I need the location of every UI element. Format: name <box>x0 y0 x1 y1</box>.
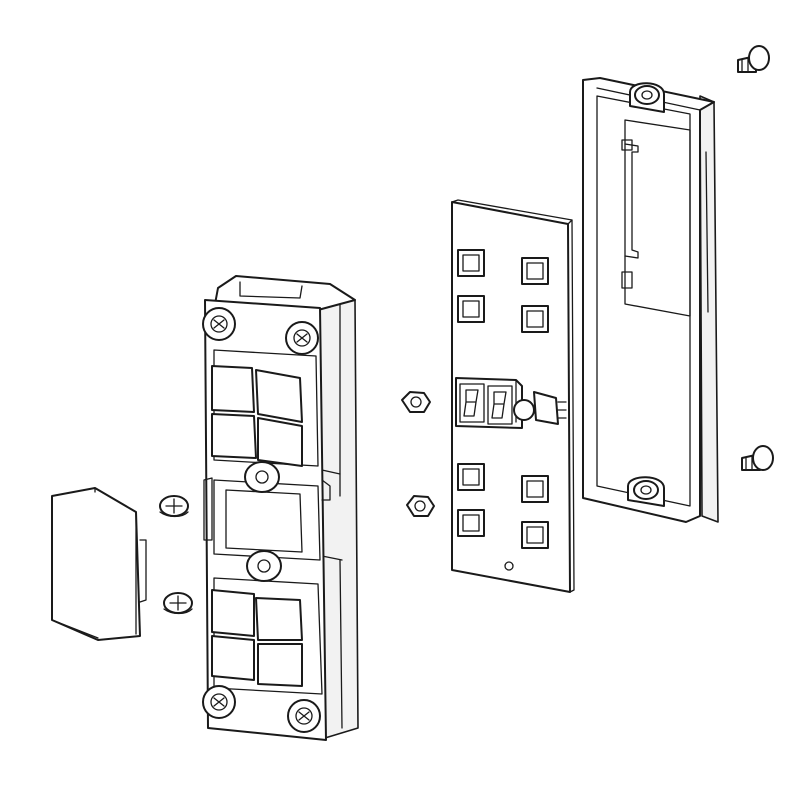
frame-screw-boss-top-left <box>202 307 236 341</box>
frame-key-button <box>211 635 255 681</box>
hex-nut-upper <box>401 391 431 413</box>
tactile-switch <box>457 509 485 537</box>
board-round-component <box>513 399 535 421</box>
frame-key-button <box>211 365 255 413</box>
board-transistor <box>533 391 567 425</box>
end-cap-panel <box>51 487 147 641</box>
frame-screw-boss-top-right <box>285 321 319 355</box>
hex-nut-lower <box>406 495 435 517</box>
frame-key-button <box>211 589 255 637</box>
tactile-switch <box>457 463 485 491</box>
frame-key-button <box>211 413 257 459</box>
cover-screw-boss-top <box>629 82 665 113</box>
frame-screw-boss-bottom-left <box>202 685 236 719</box>
tactile-switch <box>521 521 549 549</box>
tactile-switch <box>457 249 485 277</box>
tactile-switch <box>457 295 485 323</box>
rear-housing-cover <box>582 77 719 523</box>
seven-segment-display <box>455 377 523 429</box>
mounting-screw-bottom <box>741 445 774 471</box>
frame-center-boss-upper <box>244 461 280 493</box>
cover-screw-boss-bottom <box>627 476 665 507</box>
keypad-front-frame <box>202 275 359 741</box>
tactile-switch <box>521 305 549 333</box>
mounting-screw-top <box>737 45 770 73</box>
frame-key-button <box>255 597 303 641</box>
tactile-switch <box>521 257 549 285</box>
frame-key-button <box>255 369 303 423</box>
tactile-switch <box>521 475 549 503</box>
phillips-screw-lower <box>163 592 193 615</box>
frame-screw-boss-bottom-right <box>287 699 321 733</box>
frame-center-boss-lower <box>246 550 282 582</box>
keypad-circuit-board <box>451 199 575 593</box>
phillips-screw-upper <box>159 495 189 518</box>
frame-key-button <box>257 417 303 467</box>
frame-key-button <box>257 643 303 687</box>
